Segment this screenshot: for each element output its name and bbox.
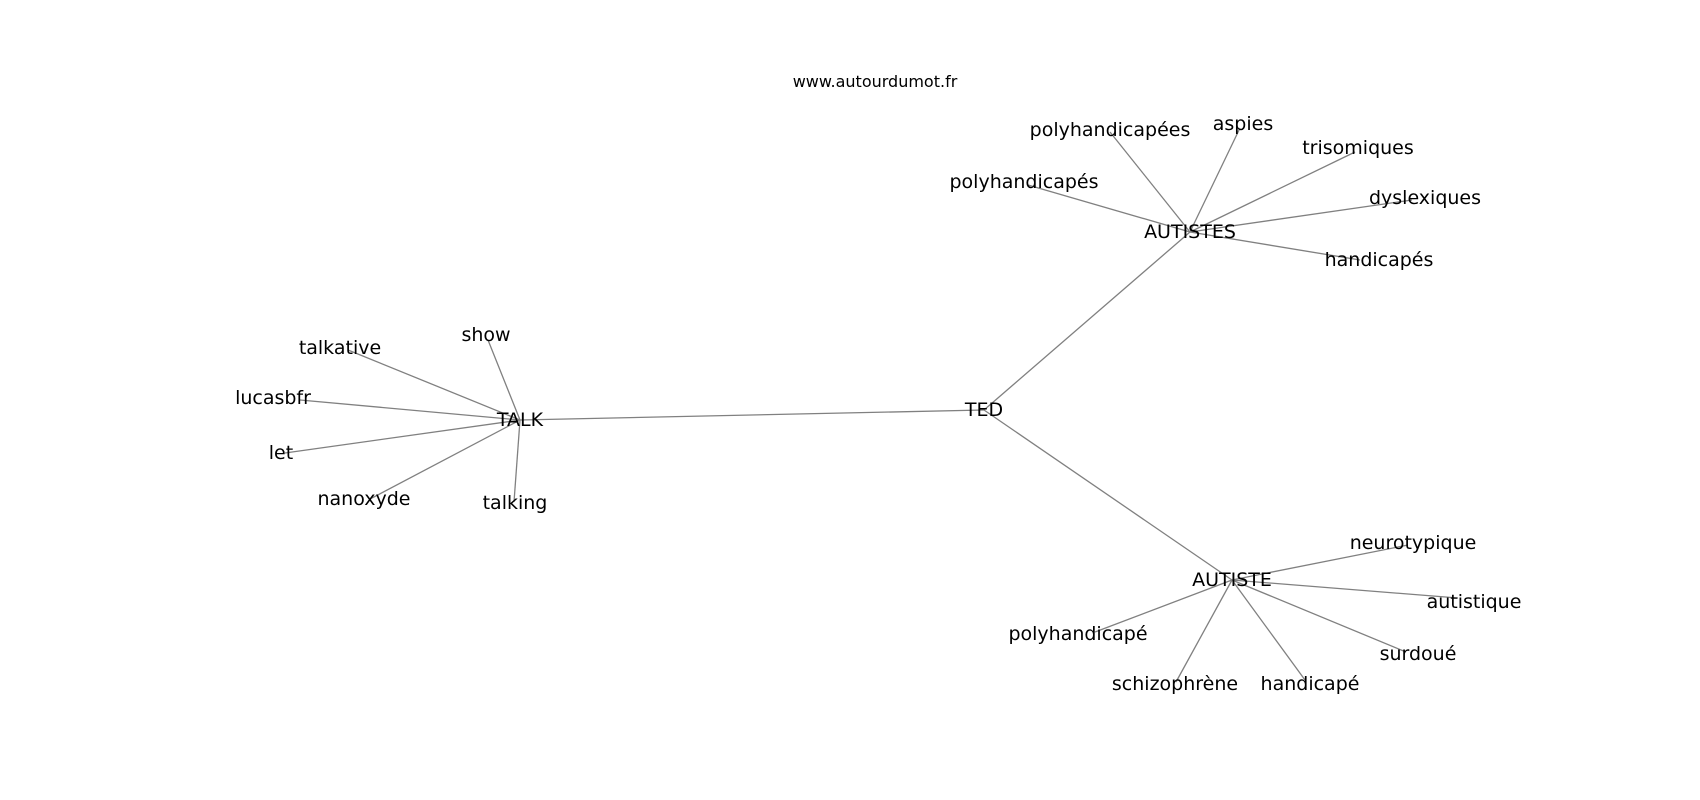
- graph-labels: TED AUTISTES polyhandicapées aspies trisomiq…: [235, 113, 1521, 695]
- node-label-handicape: handicapé: [1261, 673, 1360, 695]
- edge-talk-nanoxyde: [371, 419, 521, 499]
- node-label-surdoue: surdoué: [1380, 643, 1457, 665]
- edge-autistes-handicapes: [1189, 231, 1361, 261]
- node-label-schizophrene: schizophrène: [1112, 673, 1238, 695]
- edge-autistes-dyslexiques: [1189, 199, 1413, 233]
- edge-autiste-polyhandicape: [1094, 579, 1233, 633]
- node-label-autistes: AUTISTES: [1144, 221, 1236, 243]
- node-label-let: let: [269, 442, 293, 464]
- node-label-autistique: autistique: [1427, 591, 1522, 613]
- node-label-talking: talking: [483, 492, 548, 514]
- edge-autiste-handicape: [1231, 579, 1306, 681]
- edge-autistes-polyhandicapes: [1027, 184, 1191, 233]
- node-label-polyhandicapees: polyhandicapées: [1030, 119, 1191, 141]
- node-label-nanoxyde: nanoxyde: [317, 488, 410, 510]
- node-label-trisomiques: trisomiques: [1302, 137, 1414, 159]
- node-label-show: show: [461, 324, 510, 346]
- node-label-handicapes: handicapés: [1325, 249, 1434, 271]
- site-watermark: www.autourdumot.fr: [792, 72, 958, 91]
- edge-autiste-autistique: [1231, 579, 1459, 599]
- node-label-dyslexiques: dyslexiques: [1369, 187, 1481, 209]
- edge-autistes-trisomiques: [1189, 151, 1356, 233]
- edge-autiste-surdoue: [1231, 579, 1407, 653]
- edge-talk-talkative: [347, 349, 521, 421]
- node-label-ted: TED: [964, 399, 1003, 421]
- node-label-autiste: AUTISTE: [1192, 569, 1272, 591]
- edge-ted-autiste: [983, 409, 1233, 581]
- graph-edges: [284, 127, 1459, 683]
- node-label-neurotypique: neurotypique: [1350, 532, 1477, 554]
- node-label-talk: TALK: [496, 409, 544, 431]
- edge-autiste-neurotypique: [1231, 544, 1409, 581]
- edge-autistes-aspies: [1189, 127, 1241, 233]
- edge-talk-talking: [513, 419, 521, 503]
- edge-ted-talk: [519, 409, 985, 421]
- edge-autiste-schizophrene: [1175, 579, 1233, 683]
- edge-autistes-polyhandicapees: [1109, 131, 1191, 233]
- node-label-aspies: aspies: [1213, 113, 1273, 135]
- edge-talk-lucasbfr: [299, 399, 521, 421]
- edge-talk-let: [284, 419, 521, 454]
- node-label-polyhandicapes: polyhandicapés: [949, 171, 1098, 193]
- edge-talk-show: [487, 339, 521, 421]
- node-label-lucasbfr: lucasbfr: [235, 387, 311, 409]
- node-label-talkative: talkative: [299, 337, 381, 359]
- node-label-polyhandicape: polyhandicapé: [1008, 623, 1147, 645]
- edge-ted-autistes: [983, 231, 1191, 411]
